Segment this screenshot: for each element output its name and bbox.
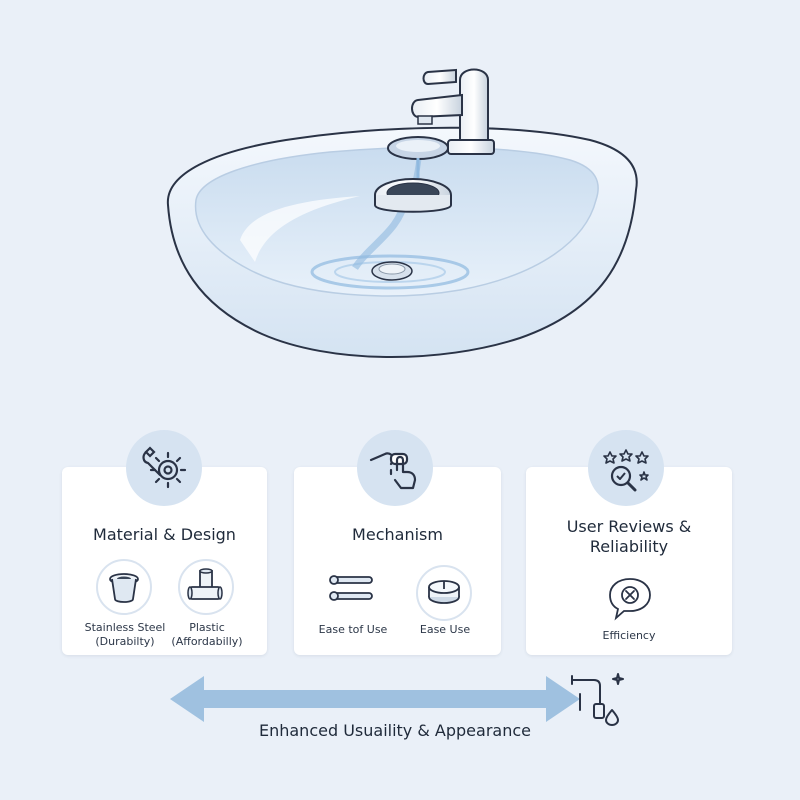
drain-icon [371,261,413,281]
item-label: Plastic [189,621,225,634]
sink-basin [166,126,638,359]
faucet-icon [411,68,495,155]
sink-illustration [166,68,638,359]
wrench-gear-icon [142,446,187,489]
item-label: Stainless Steel [84,621,166,634]
steel-flange-icon [96,559,152,615]
stars-magnifier-icon [603,449,649,492]
item-sublabel: (Affordabilly) [171,635,243,648]
pop-up-stopper-icon [387,136,449,178]
item-sublabel: (Durabilty) [95,635,155,648]
card-title-line2: Reliability [589,537,669,556]
item-label: Efficiency [602,629,656,642]
item-label: Ease Use [419,623,471,636]
drain-flange-icon [374,178,452,213]
push-button-icon [416,565,472,621]
card-title: Mechanism [352,525,443,544]
footer-caption: Enhanced Usuaility & Appearance [258,721,531,740]
hand-press-icon [369,452,417,490]
plastic-pipe-icon [178,559,234,615]
item-label: Ease tof Use [318,623,388,636]
badge-mechanism [357,430,433,506]
card-title: Material & Design [93,525,236,544]
faucet-drop-icon [571,673,624,726]
lever-rods-icon [324,563,380,619]
speech-bubble-x-icon [602,571,658,627]
double-arrow-icon [170,676,580,722]
badge-material-design [126,430,202,506]
card-title: User Reviews & [566,517,692,536]
badge-user-reviews [588,430,664,506]
